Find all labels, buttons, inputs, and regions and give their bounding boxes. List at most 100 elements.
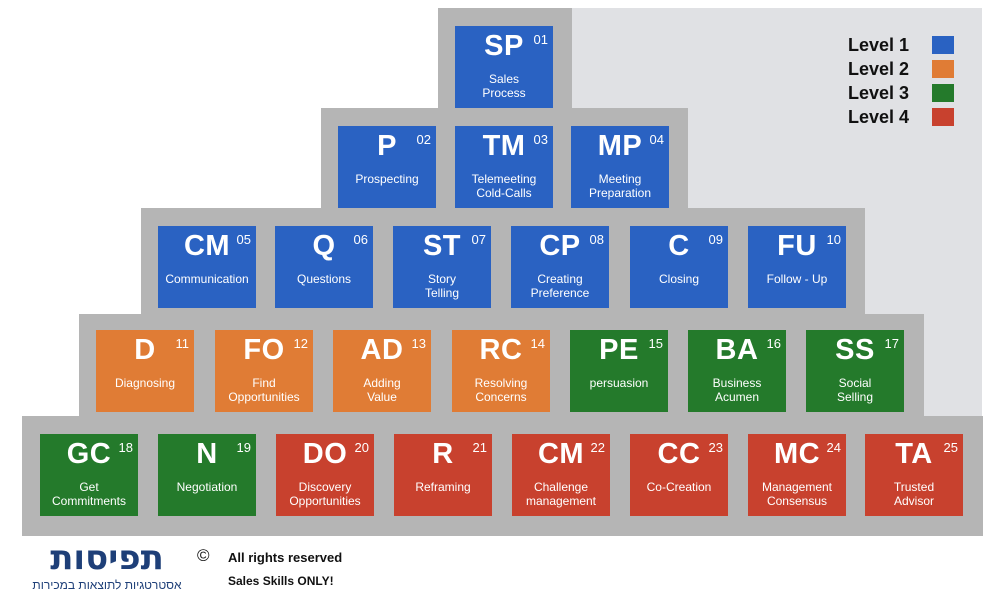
skill-number: 07 xyxy=(471,232,486,247)
skill-abbreviation: CC xyxy=(657,438,701,470)
skill-abbreviation: FO xyxy=(243,334,285,366)
skill-number: 05 xyxy=(236,232,251,247)
skill-abbreviation: N xyxy=(196,438,218,470)
skill-number: 14 xyxy=(530,336,545,351)
skill-number: 10 xyxy=(826,232,841,247)
skill-number: 19 xyxy=(236,440,251,455)
skill-name: Get Commitments xyxy=(51,480,126,508)
legend-swatch xyxy=(932,84,954,102)
skill-number: 06 xyxy=(353,232,368,247)
skill-abbreviation: BA xyxy=(715,334,759,366)
legend-item-level-2: Level 2 xyxy=(848,57,954,81)
skill-name: Challenge management xyxy=(525,480,597,508)
skill-number: 25 xyxy=(943,440,958,455)
skill-number: 02 xyxy=(416,132,431,147)
legend-label: Level 3 xyxy=(848,82,910,103)
skill-number: 24 xyxy=(826,440,841,455)
logo-wordmark: תפיסות xyxy=(50,538,164,578)
skill-abbreviation: TA xyxy=(895,438,933,470)
skill-name: Prospecting xyxy=(355,172,419,186)
rights-text: All rights reserved xyxy=(228,550,343,565)
skill-abbreviation: MP xyxy=(597,130,643,162)
legend-label: Level 1 xyxy=(848,34,910,55)
skill-abbreviation: SS xyxy=(835,334,875,366)
skill-name: Reframing xyxy=(415,480,471,494)
copyright-icon: © xyxy=(197,546,210,565)
skill-name: Social Selling xyxy=(836,376,874,404)
logo-subtitle: אסטרטגיות לתוצאות במכירות xyxy=(32,578,182,592)
skill-abbreviation: TM xyxy=(482,130,526,162)
skill-abbreviation: GC xyxy=(66,438,112,470)
skill-name: Find Opportunities xyxy=(228,376,300,404)
skill-name: Telemeeting Cold-Calls xyxy=(471,172,537,200)
skill-number: 12 xyxy=(293,336,308,351)
skill-abbreviation: ST xyxy=(422,230,462,262)
skill-abbreviation: C xyxy=(668,230,690,262)
skill-name: Discovery Opportunities xyxy=(289,480,361,508)
pyramid-step-3 xyxy=(141,208,865,316)
skill-name: Adding Value xyxy=(363,376,401,404)
skill-name: Resolving Concerns xyxy=(474,376,528,404)
skill-name: Questions xyxy=(296,272,352,286)
skill-abbreviation: Q xyxy=(312,230,336,262)
skill-abbreviation: MC xyxy=(773,438,821,470)
legend-label: Level 4 xyxy=(848,106,910,127)
skill-abbreviation: R xyxy=(432,438,454,470)
skill-abbreviation: AD xyxy=(360,334,404,366)
legend-swatch xyxy=(932,36,954,54)
skill-abbreviation: SP xyxy=(484,30,524,62)
skill-number: 22 xyxy=(590,440,605,455)
skill-name: Sales Process xyxy=(482,72,526,100)
company-logo: תפיסות אסטרטגיות לתוצאות במכירות xyxy=(22,540,192,593)
skill-name: Creating Preference xyxy=(530,272,590,300)
legend-item-level-1: Level 1 xyxy=(848,33,954,57)
skill-abbreviation: FU xyxy=(777,230,817,262)
legend-swatch xyxy=(932,60,954,78)
legend-label: Level 2 xyxy=(848,58,910,79)
skill-abbreviation: PE xyxy=(599,334,639,366)
skill-number: 13 xyxy=(411,336,426,351)
skill-number: 03 xyxy=(533,132,548,147)
skill-name: Follow - Up xyxy=(766,272,828,286)
skill-name: Communication xyxy=(165,272,249,286)
skill-number: 16 xyxy=(766,336,781,351)
legend-item-level-4: Level 4 xyxy=(848,105,954,129)
skill-name: Diagnosing xyxy=(114,376,176,390)
skill-abbreviation: CP xyxy=(539,230,581,262)
skill-number: 15 xyxy=(648,336,663,351)
legend-swatch xyxy=(932,108,954,126)
skill-name: Management Consensus xyxy=(761,480,833,508)
skill-abbreviation: CM xyxy=(183,230,231,262)
skill-number: 08 xyxy=(589,232,604,247)
skill-number: 01 xyxy=(533,32,548,47)
skill-number: 20 xyxy=(354,440,369,455)
skill-abbreviation: RC xyxy=(479,334,523,366)
skill-number: 18 xyxy=(118,440,133,455)
skill-abbreviation: CM xyxy=(537,438,585,470)
skill-abbreviation: DO xyxy=(302,438,348,470)
